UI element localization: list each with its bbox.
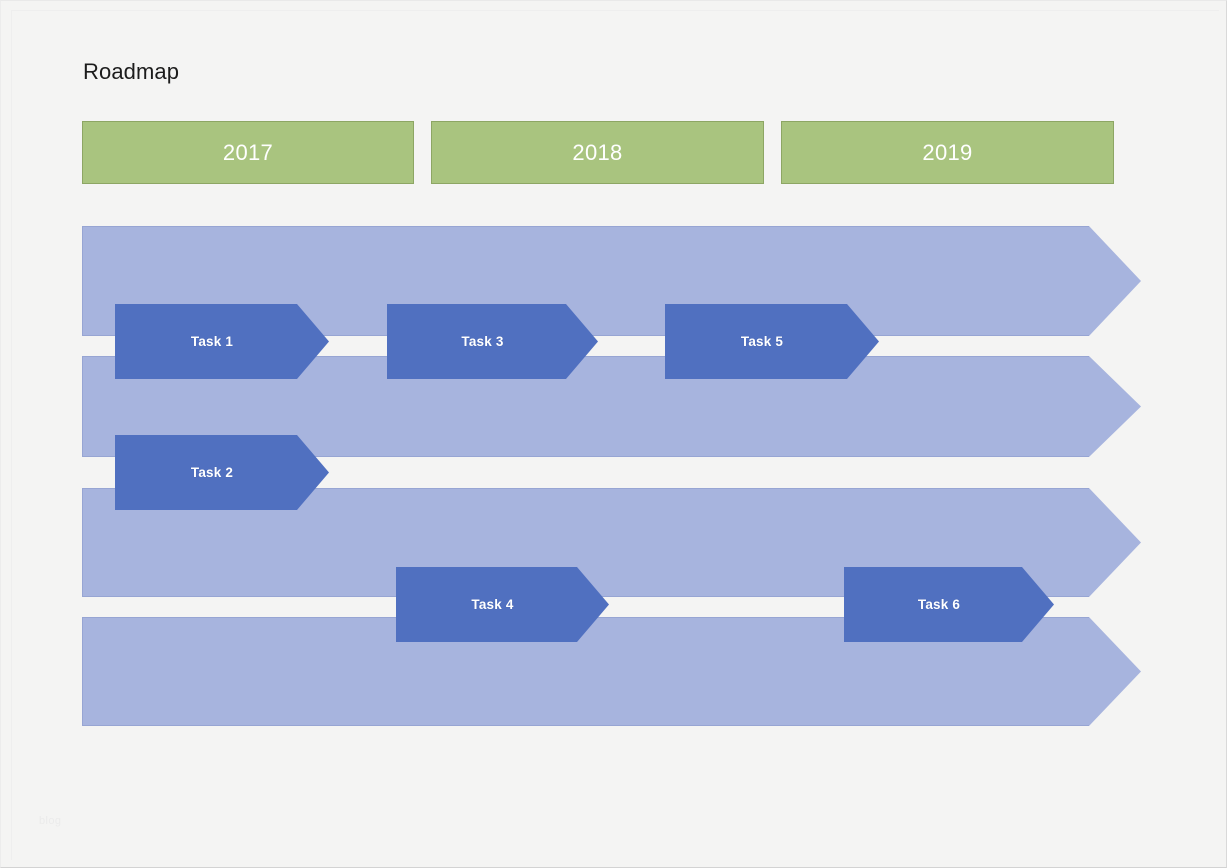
- task-label: Task 4: [471, 596, 514, 612]
- task-label: Task 5: [740, 333, 784, 349]
- track-left-edge: [82, 489, 83, 596]
- year-label: 2018: [572, 139, 623, 165]
- task-label: Task 2: [190, 464, 234, 480]
- page-edge-left: [11, 10, 12, 860]
- page-title: Roadmap: [83, 59, 180, 84]
- year-label: 2017: [222, 139, 274, 165]
- task-label: Task 6: [917, 596, 961, 612]
- year-header-2018[interactable]: 2018: [431, 121, 764, 184]
- task-arrow-5[interactable]: Task 5: [665, 304, 879, 379]
- watermark-text: blog: [39, 815, 62, 827]
- track-left-edge: [82, 618, 83, 725]
- task-arrow-6[interactable]: Task 6: [844, 567, 1054, 642]
- track-left-edge: [82, 357, 83, 456]
- page-edge-top: [11, 10, 1219, 11]
- year-header-2019[interactable]: 2019: [781, 121, 1114, 184]
- task-arrow-3[interactable]: Task 3: [387, 304, 598, 379]
- year-label: 2019: [922, 139, 973, 165]
- year-header-2017[interactable]: 2017: [82, 121, 414, 184]
- task-arrow-4[interactable]: Task 4: [396, 567, 609, 642]
- track-left-edge: [82, 227, 83, 335]
- task-arrow-2[interactable]: Task 2: [115, 435, 329, 510]
- task-label: Task 3: [461, 333, 504, 349]
- task-label: Task 1: [190, 333, 234, 349]
- task-arrow-1[interactable]: Task 1: [115, 304, 329, 379]
